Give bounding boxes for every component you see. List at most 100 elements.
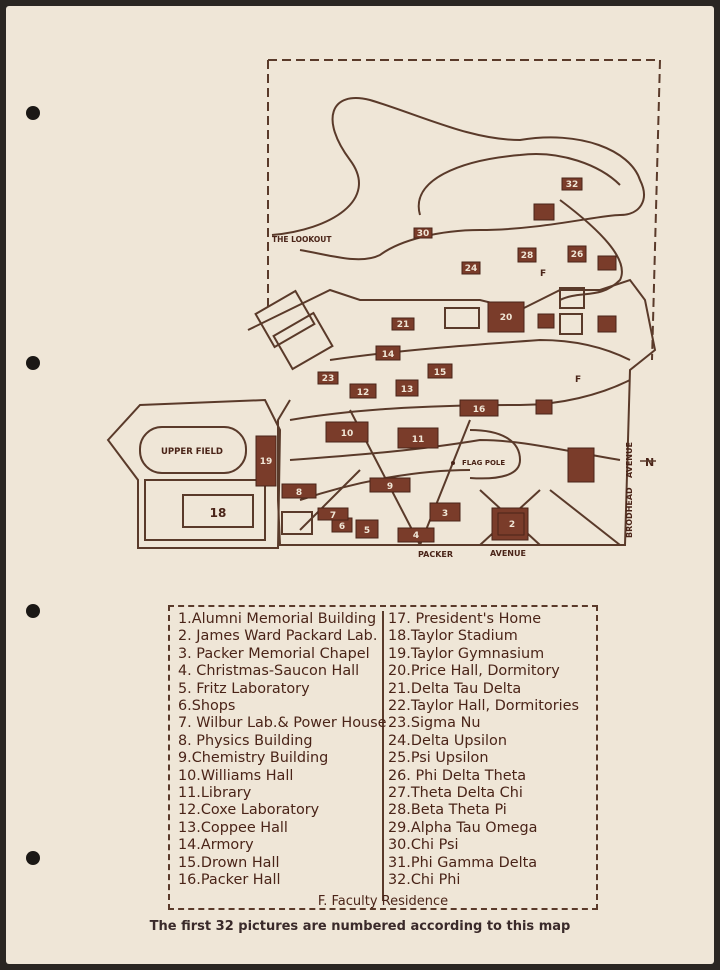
legend-item: 10.Williams Hall [178, 767, 294, 784]
building-16 [459, 399, 499, 417]
legend-item: 23.Sigma Nu [388, 715, 481, 732]
lot [281, 511, 313, 535]
legend-item: 21.Delta Tau Delta [388, 680, 522, 697]
building-12 [349, 383, 377, 399]
building-13 [395, 379, 419, 397]
building-4 [397, 527, 435, 543]
binder-hole [26, 851, 40, 865]
flag-pole-label: FLAG POLE [462, 459, 505, 467]
legend-item: 8. Physics Building [178, 732, 313, 749]
building-31 [535, 399, 553, 415]
building-21 [391, 317, 415, 331]
packer-avenue-label: AVENUE [490, 549, 526, 558]
campus-path [419, 419, 471, 546]
legend-item: 19.Taylor Gymnasium [388, 645, 545, 662]
building-number: 4 [413, 531, 419, 541]
building-number: 11 [412, 435, 425, 445]
binder-hole [26, 356, 40, 370]
stadium-outline [144, 479, 266, 541]
brodhead-avenue-label: BRODHEAD [625, 487, 634, 538]
building-number: 28 [521, 251, 534, 261]
legend-item: 4. Christmas-Saucon Hall [178, 663, 360, 680]
building-8 [281, 483, 317, 499]
building-number: 10 [341, 429, 354, 439]
campus-outline [247, 278, 657, 546]
lookout-road-branch [559, 199, 623, 301]
building-number: 15 [434, 368, 447, 378]
field-outline [106, 398, 282, 549]
building-number: 21 [397, 320, 410, 330]
brodhead-avenue-label: AVENUE [625, 442, 634, 478]
campus-boundary [267, 59, 662, 361]
legend-item: 29.Alpha Tau Omega [388, 819, 538, 836]
building-15 [427, 363, 453, 379]
building-23 [317, 371, 339, 385]
campus-path [469, 429, 522, 480]
building-19 [255, 435, 277, 487]
legend-item: 6.Shops [178, 698, 236, 715]
legend-item: 16.Packer Hall [178, 872, 281, 889]
binder-hole [26, 106, 40, 120]
building-number: 32 [566, 180, 579, 190]
building-17 [567, 447, 595, 483]
faculty-marker: F [540, 269, 546, 279]
legend-item: 28.Beta Theta Pi [388, 802, 507, 819]
building-28 [517, 247, 537, 263]
legend-item: 31.Phi Gamma Delta [388, 854, 538, 871]
legend-item: 2. James Ward Packard Lab. [178, 628, 378, 645]
legend-item: 11.Library [178, 785, 252, 802]
building-number: 3 [442, 509, 448, 519]
north-label: N [645, 456, 654, 469]
building-22 [537, 313, 555, 329]
legend-item: 14.Armory [178, 837, 254, 854]
campus-path [299, 469, 361, 531]
lot [559, 287, 585, 309]
upper-field-label: UPPER FIELD [161, 447, 223, 457]
building-5 [355, 519, 379, 539]
lot [254, 289, 316, 349]
building-number: 19 [260, 457, 273, 467]
building-number: 14 [382, 350, 395, 360]
legend-item: 22.Taylor Hall, Dormitories [388, 698, 579, 715]
legend-item: 30.Chi Psi [388, 837, 459, 854]
campus-path [329, 338, 631, 361]
building-number: 2 [509, 520, 515, 530]
map-caption: The first 32 pictures are numbered accor… [149, 919, 571, 934]
legend-faculty-note: F. Faculty Residence [317, 894, 449, 909]
legend-item: 12.Coxe Laboratory [178, 802, 320, 819]
stadium-field [182, 494, 254, 528]
lot [559, 313, 583, 335]
legend-item: 32.Chi Phi [388, 872, 461, 889]
building-number: 16 [473, 405, 486, 415]
building-number-18: 18 [210, 506, 227, 520]
legend-item: 27.Theta Delta Chi [388, 785, 523, 802]
binder-hole [26, 604, 40, 618]
building-number: 12 [357, 388, 370, 398]
legend-item: 26. Phi Delta Theta [388, 767, 527, 784]
building-number: 24 [465, 264, 478, 274]
legend-item: 20.Price Hall, Dormitory [388, 663, 560, 680]
building-20 [487, 301, 525, 333]
building-number: 8 [296, 488, 302, 498]
building-24 [461, 261, 481, 275]
legend-item: 1.Alumni Memorial Building [178, 611, 377, 627]
legend-item: 9.Chemistry Building [178, 750, 329, 767]
legend-item: 7. Wilbur Lab.& Power House [178, 715, 387, 732]
legend-column-right: 17. President's Home 18.Taylor Stadium 1… [388, 611, 579, 890]
legend-divider [382, 611, 384, 901]
building-number: 23 [322, 374, 335, 384]
legend-item: 24.Delta Upsilon [388, 732, 507, 749]
campus-path [549, 489, 621, 546]
building-14 [375, 345, 401, 361]
lookout-label: THE LOOKOUT [272, 235, 332, 244]
faculty-marker: F [575, 375, 581, 385]
building-number: 7 [330, 511, 336, 521]
building-number: 9 [387, 482, 393, 492]
lot [272, 311, 334, 371]
legend-item: 13.Coppee Hall [178, 819, 288, 836]
building-7 [317, 507, 349, 521]
legend-item: 15.Drown Hall [178, 854, 280, 871]
building-32 [561, 177, 583, 191]
building-10 [325, 421, 369, 443]
